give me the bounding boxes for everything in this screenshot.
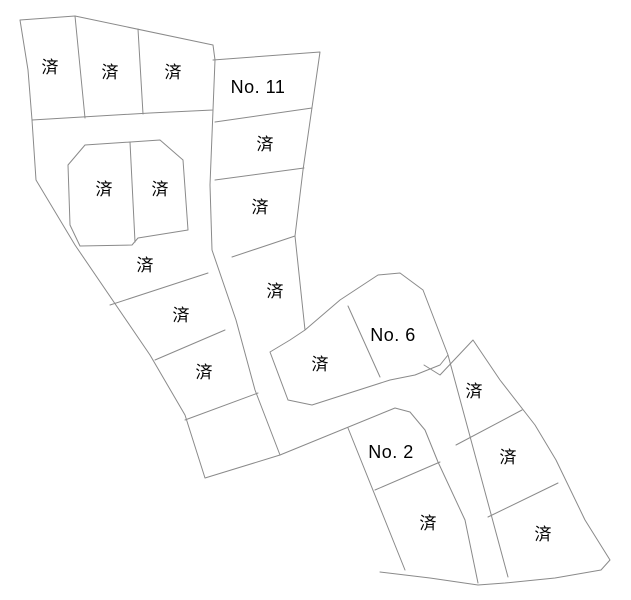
lot-label-sold: 済 bbox=[419, 514, 437, 534]
lot-divider bbox=[137, 28, 144, 115]
lot-label-available[interactable]: No. 2 bbox=[368, 442, 414, 462]
lot-divider bbox=[214, 167, 305, 181]
boundary-line bbox=[31, 109, 281, 479]
lot-divider bbox=[231, 235, 296, 258]
lot-divider bbox=[447, 354, 509, 578]
lot-divider bbox=[347, 305, 381, 378]
lot-divider bbox=[214, 107, 313, 123]
road-edge bbox=[279, 407, 479, 584]
lot-label-sold: 済 bbox=[101, 63, 119, 83]
lot-label-sold: 済 bbox=[41, 58, 59, 78]
lot-divider bbox=[184, 392, 259, 421]
lot-label-sold: 済 bbox=[164, 63, 182, 83]
boundary-line bbox=[347, 427, 406, 571]
road-edge bbox=[379, 339, 611, 586]
lot-label-available[interactable]: No. 6 bbox=[370, 325, 416, 345]
lot-label-available[interactable]: No. 11 bbox=[230, 77, 286, 97]
lot-label-sold: 済 bbox=[499, 448, 517, 468]
lot-label-sold: 済 bbox=[136, 256, 154, 276]
lot-divider bbox=[154, 329, 226, 361]
lot-label-sold: 済 bbox=[465, 382, 483, 402]
lot-label-sold: 済 bbox=[266, 282, 284, 302]
lot-divider bbox=[109, 272, 209, 306]
lot-label-sold: 済 bbox=[195, 363, 213, 383]
lot-label-sold: 済 bbox=[95, 180, 113, 200]
lot-label-sold: 済 bbox=[172, 306, 190, 326]
island-block bbox=[67, 139, 189, 247]
lot-divider bbox=[74, 15, 86, 119]
lot-divider bbox=[455, 409, 523, 446]
lot-label-sold: 済 bbox=[256, 135, 274, 155]
lot-divider bbox=[374, 461, 441, 491]
lot-divider bbox=[487, 482, 559, 518]
lot-label-sold: 済 bbox=[311, 355, 329, 375]
lot-label-sold: 済 bbox=[151, 180, 169, 200]
lot-label-sold: 済 bbox=[251, 198, 269, 218]
lot-label-sold: 済 bbox=[534, 525, 552, 545]
lot-divider bbox=[129, 141, 136, 243]
boundary-line bbox=[212, 51, 449, 406]
